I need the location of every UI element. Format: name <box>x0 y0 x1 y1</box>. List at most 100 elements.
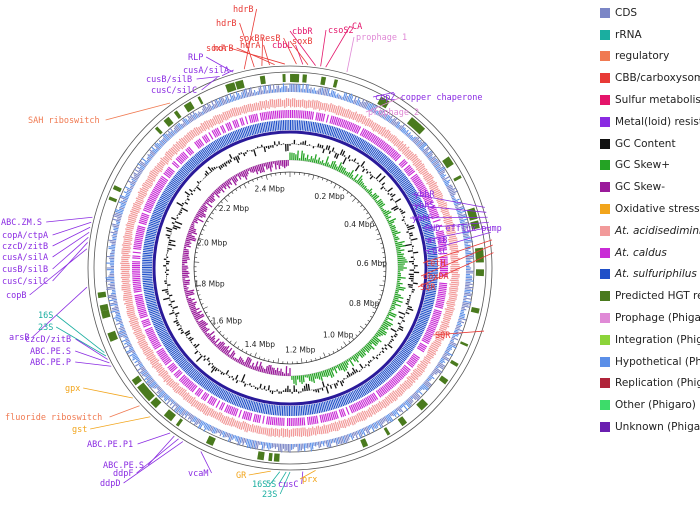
legend-label: At. caldus <box>615 246 667 259</box>
sulfu-block <box>331 399 336 410</box>
caldus-block <box>132 261 141 263</box>
caldus-block <box>328 412 332 421</box>
caldus-block <box>182 151 189 159</box>
cds-tick <box>381 113 385 119</box>
caldus-block <box>134 238 143 241</box>
acidi-block <box>143 348 152 355</box>
caldus-block <box>194 387 201 395</box>
hgt-region <box>449 359 459 367</box>
sulfu-block <box>427 274 438 277</box>
hgt-region <box>332 79 339 88</box>
gc-skew-bar <box>391 230 398 234</box>
gc-skew-bar <box>245 169 249 175</box>
cds-tick <box>106 287 116 291</box>
acidi-block <box>367 409 373 417</box>
caldus-block <box>366 396 372 404</box>
caldus-block <box>137 225 146 229</box>
sulfu-block <box>182 165 191 173</box>
cds-tick <box>178 122 184 129</box>
sulfu-block <box>335 128 341 139</box>
sulfu-block <box>188 368 197 377</box>
caldus-block <box>292 417 294 426</box>
sulfu-block <box>418 213 429 219</box>
gc-content-bar <box>351 159 354 161</box>
gc-content-bar <box>172 227 178 230</box>
cds-tick <box>372 422 377 429</box>
caldus-block <box>149 195 157 200</box>
sulfu-block <box>422 304 433 308</box>
acidi-block <box>125 230 133 234</box>
gc-skew-bar <box>235 358 239 362</box>
acidi-block <box>269 99 272 108</box>
acidi-block <box>183 392 190 400</box>
sulfu-block <box>302 405 305 416</box>
sulfu-block <box>145 296 156 300</box>
acidi-block <box>144 181 153 187</box>
gc-skew-bar <box>396 247 401 250</box>
cds-tick <box>149 151 155 157</box>
acidi-block <box>185 134 192 141</box>
caldus-block <box>326 413 330 422</box>
scale-tick <box>352 197 356 202</box>
caldus-block <box>386 147 393 155</box>
acidi-block <box>169 381 176 388</box>
acidi-block <box>122 278 130 281</box>
cds-tick <box>112 218 121 222</box>
caldus-block <box>220 402 226 411</box>
caldus-block <box>233 119 238 128</box>
sulfu-block <box>371 148 378 157</box>
gc-skew-bar <box>248 365 252 369</box>
gc-skew-bar <box>187 298 195 302</box>
cds-tick <box>404 129 409 135</box>
caldus-block <box>387 381 394 389</box>
gc-skew-bar <box>363 185 367 190</box>
sulfu-block <box>175 354 184 363</box>
gc-content-bar <box>169 239 176 243</box>
cds-tick <box>365 102 370 110</box>
scale-tick <box>217 204 220 207</box>
gc-skew-bar <box>357 351 364 359</box>
gc-content-bar <box>369 175 374 180</box>
caldus-block <box>136 230 145 234</box>
sulfu-block <box>334 127 339 138</box>
gene-label: cusC/silC <box>2 277 48 287</box>
caldus-block <box>372 135 378 144</box>
gc-skew-bar <box>220 184 224 189</box>
gc-content-bar <box>354 164 360 172</box>
legend-label: Sulfur metabolism <box>615 94 700 107</box>
cds-tick <box>436 364 444 370</box>
cds-tick <box>331 438 334 443</box>
gc-content-bar <box>205 170 210 175</box>
cds-tick <box>456 324 461 328</box>
gene-leader-line <box>325 25 351 68</box>
cds-tick <box>130 185 134 188</box>
cds-tick <box>339 95 342 100</box>
ring-outline <box>105 83 475 453</box>
gc-content-bar <box>346 371 351 377</box>
cds-tick <box>146 159 150 163</box>
acidi-block <box>308 427 311 437</box>
sulfu-block <box>354 136 360 147</box>
gc-skew-bar <box>274 160 277 170</box>
acidi-block <box>121 252 129 255</box>
acidi-block <box>158 367 165 374</box>
scale-tick <box>249 352 252 356</box>
caldus-block <box>154 185 163 191</box>
acidi-block <box>441 210 449 214</box>
gc-content-bar <box>369 173 372 176</box>
gc-content-bar <box>405 302 409 305</box>
gc-content-bar <box>190 341 193 344</box>
cds-tick <box>118 320 123 323</box>
acidi-block <box>401 146 407 153</box>
gene-label: csoS2 <box>328 26 354 36</box>
gc-content-bar <box>238 152 241 155</box>
gene-label: ABC.PE.P <box>30 358 71 368</box>
acidi-block <box>127 220 136 224</box>
sulfu-block <box>153 320 163 326</box>
caldus-block <box>156 182 165 188</box>
gene-leader-line <box>75 338 108 360</box>
gc-skew-bar <box>387 313 396 318</box>
sulfu-block <box>143 290 154 293</box>
gene-leader-line <box>420 244 493 277</box>
acidi-block <box>160 370 168 377</box>
